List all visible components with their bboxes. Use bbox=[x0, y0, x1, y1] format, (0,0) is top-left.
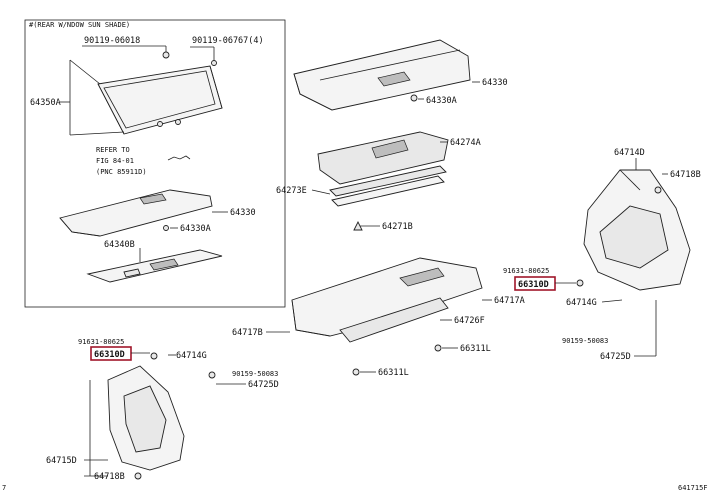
inset-title: #(REAR W/NDOW SUN SHADE) bbox=[29, 21, 130, 29]
label-64330: 64330 bbox=[482, 78, 508, 88]
label-66310D-right: 66310D bbox=[518, 280, 549, 290]
floor-board-part bbox=[291, 257, 483, 343]
label-64717A: 64717A bbox=[494, 296, 525, 306]
label-64271B: 64271B bbox=[382, 222, 413, 232]
label-66310D-left: 66310D bbox=[94, 350, 125, 360]
inset-package-tray bbox=[59, 189, 213, 237]
clip-64271B-icon bbox=[353, 220, 363, 231]
label-64725D-left: 64725D bbox=[248, 380, 279, 390]
label-64718B-left: 64718B bbox=[94, 472, 125, 482]
note-line-3: (PNC 85911D) bbox=[96, 168, 147, 176]
label-64715D: 64715D bbox=[46, 456, 77, 466]
label-90159-right: 90159-50083 bbox=[562, 337, 608, 345]
left-trim-part bbox=[107, 365, 185, 471]
label-66311L-b: 66311L bbox=[378, 368, 409, 378]
panel-64273E bbox=[329, 165, 447, 207]
highlight-66310D-left bbox=[90, 346, 132, 361]
label-64714D: 64714D bbox=[614, 148, 645, 158]
highlight-66310D-right bbox=[514, 276, 556, 291]
note-line-2: FIG 84-01 bbox=[96, 157, 134, 165]
note-line-1: REFER TO bbox=[96, 146, 130, 154]
label-64725D-right: 64725D bbox=[600, 352, 631, 362]
label-64330-inset: 64330 bbox=[230, 208, 256, 218]
diagram-code: 641715F bbox=[678, 484, 708, 492]
label-64330A: 64330A bbox=[426, 96, 457, 106]
label-64714G-right: 64714G bbox=[566, 298, 597, 308]
inset-board bbox=[86, 249, 223, 283]
panel-64274A bbox=[317, 131, 449, 185]
label-90119-06018: 90119-06018 bbox=[84, 36, 140, 46]
sun-shade-part bbox=[97, 51, 223, 135]
label-64714G-left: 64714G bbox=[176, 351, 207, 361]
label-64330A-inset: 64330A bbox=[180, 224, 211, 234]
package-tray-part bbox=[293, 39, 471, 111]
left-margin-mark: 7 bbox=[2, 484, 6, 492]
inset-frame bbox=[24, 19, 286, 308]
label-66311L-a: 66311L bbox=[460, 344, 491, 354]
label-64717B: 64717B bbox=[232, 328, 263, 338]
note-clip-icon bbox=[167, 155, 191, 161]
label-64273E: 64273E bbox=[276, 186, 307, 196]
label-90159-left: 90159-50083 bbox=[232, 370, 278, 378]
label-64340B: 64340B bbox=[104, 240, 135, 250]
right-trim-part bbox=[583, 169, 691, 291]
label-91631-right: 91631-80625 bbox=[503, 267, 549, 275]
label-64718B-right: 64718B bbox=[670, 170, 701, 180]
label-64350A: 64350A bbox=[30, 98, 61, 108]
label-90119-06767: 90119-06767(4) bbox=[192, 36, 264, 46]
label-64274A: 64274A bbox=[450, 138, 481, 148]
label-91631-left: 91631-80625 bbox=[78, 338, 124, 346]
label-64726F: 64726F bbox=[454, 316, 485, 326]
